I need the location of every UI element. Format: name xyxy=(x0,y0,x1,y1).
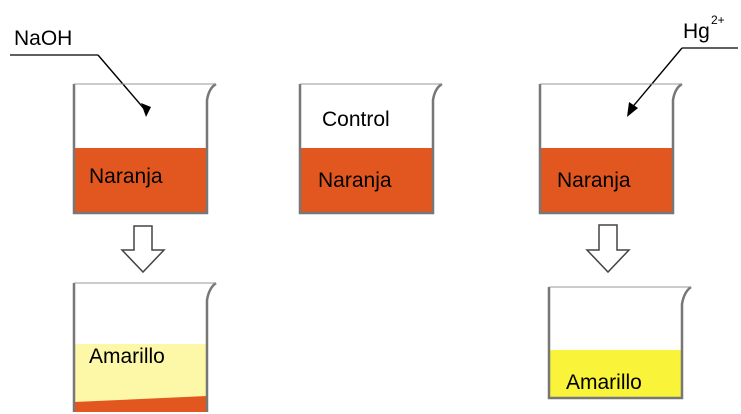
beaker-label: Naranja xyxy=(557,169,631,192)
down-arrow-icon xyxy=(120,225,166,274)
beaker-glass xyxy=(298,82,443,215)
beaker-control: Control Naranja xyxy=(298,82,443,215)
beaker-liquid xyxy=(74,148,207,213)
control-title: Control xyxy=(322,108,390,131)
beaker-right-top: Naranja xyxy=(538,82,683,215)
hg-pointer-arrow-icon xyxy=(627,47,683,117)
beaker-glass xyxy=(72,82,217,215)
beaker-label: Amarillo xyxy=(89,345,165,368)
naoh-pointer-arrow-icon xyxy=(97,54,151,117)
beaker-glass xyxy=(538,82,683,215)
beaker-label: Naranja xyxy=(89,165,163,188)
reagent-hg-label: Hg 2+ xyxy=(683,13,725,43)
beaker-left-top: Naranja xyxy=(72,82,217,215)
beaker-left-bottom: Amarillo xyxy=(72,281,217,412)
reagent-hg-charge: 2+ xyxy=(711,13,725,27)
beaker-sediment xyxy=(74,396,207,412)
beaker-glass xyxy=(72,281,217,412)
beaker-label: Amarillo xyxy=(566,371,642,394)
beaker-liquid xyxy=(300,148,433,213)
beaker-liquid xyxy=(549,350,682,398)
reagent-naoh-label: NaOH xyxy=(14,27,72,50)
reagent-hg-base: Hg xyxy=(683,20,710,43)
beaker-right-bottom: Amarillo xyxy=(547,285,692,400)
beaker-liquid xyxy=(540,148,673,213)
down-arrow-icon xyxy=(585,224,631,274)
beaker-label: Naranja xyxy=(318,169,392,192)
beaker-glass xyxy=(547,285,692,400)
